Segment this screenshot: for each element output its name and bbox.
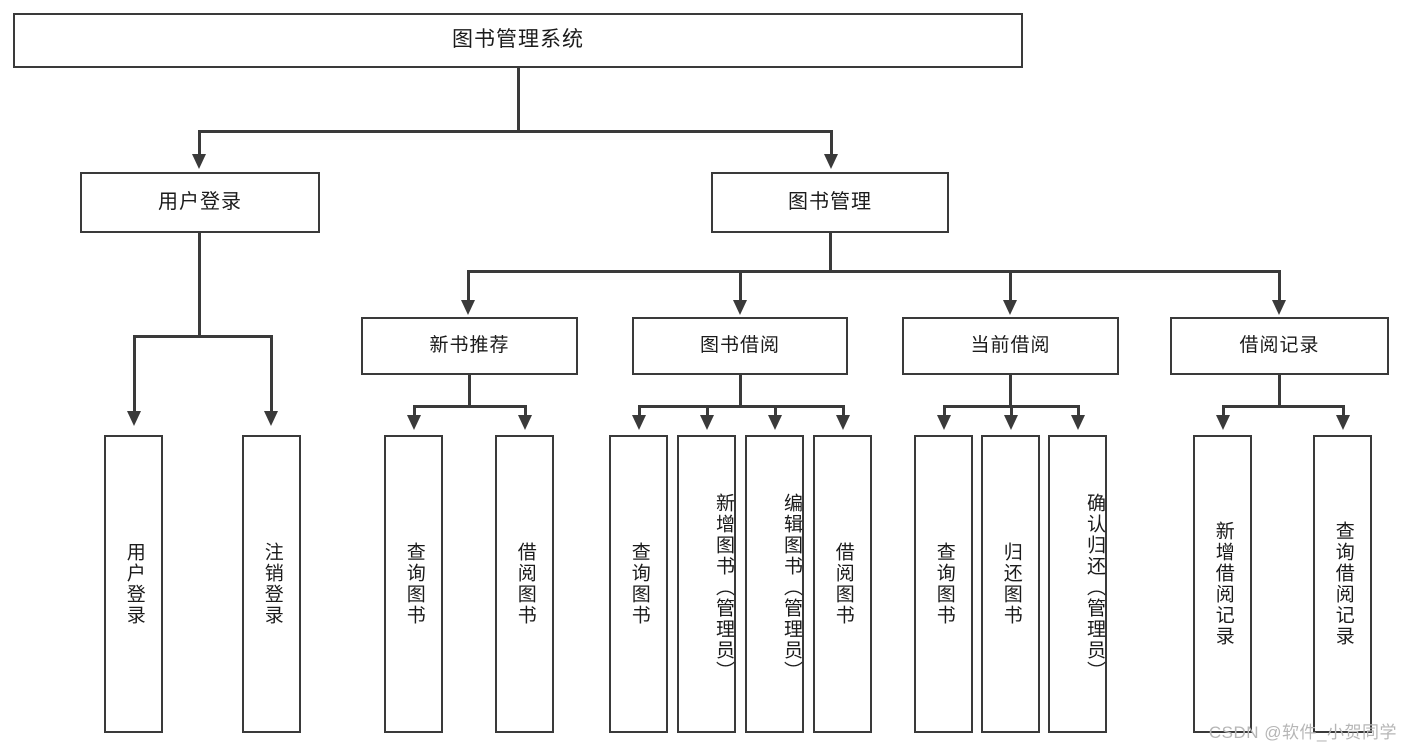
- leaf-label: 借阅图书: [832, 542, 854, 626]
- leaf-borrow-book[interactable]: 借阅图书: [813, 435, 872, 733]
- connector-currentborrow-drop-2: [1010, 405, 1013, 417]
- node-current-borrow[interactable]: 当前借阅: [902, 317, 1119, 375]
- leaf-label: 新增图书（管理员）: [713, 492, 734, 682]
- leaf-label: 确认归还（管理员）: [1084, 492, 1105, 682]
- connector-bookmgmt-trunk: [829, 233, 832, 270]
- connector-currentborrow-trunk: [1009, 375, 1012, 405]
- arrowhead-bookborrow-leaf-2: [700, 415, 714, 430]
- node-book-management[interactable]: 图书管理: [711, 172, 949, 233]
- connector-currentborrow-drop-1: [943, 405, 946, 417]
- leaf-query-book-borrow[interactable]: 查询图书: [609, 435, 668, 733]
- arrowhead-to-bookmgmt: [824, 154, 838, 169]
- connector-bookborrow-drop-2: [706, 405, 709, 417]
- node-label: 图书管理系统: [452, 28, 584, 52]
- leaf-label: 归还图书: [1000, 542, 1022, 626]
- connector-bookborrow-trunk: [739, 375, 742, 405]
- connector-userlogin-bar: [133, 335, 270, 338]
- arrowhead-newbook-leaf-1: [407, 415, 421, 430]
- connector-newbook-drop-2: [524, 405, 527, 417]
- arrowhead-to-borrowbook: [733, 300, 747, 315]
- leaf-edit-book-admin[interactable]: 编辑图书（管理员）: [745, 435, 804, 733]
- arrowhead-to-newbook: [461, 300, 475, 315]
- connector-root-trunk: [517, 68, 520, 130]
- leaf-add-book-admin[interactable]: 新增图书（管理员）: [677, 435, 736, 733]
- connector-borrowrecord-drop-1: [1222, 405, 1225, 417]
- leaf-logout[interactable]: 注销登录: [242, 435, 301, 733]
- connector-bookmgmt-drop-2: [739, 270, 742, 302]
- leaf-borrow-book-recommend[interactable]: 借阅图书: [495, 435, 554, 733]
- node-label: 新书推荐: [429, 334, 510, 356]
- leaf-user-login[interactable]: 用户登录: [104, 435, 163, 733]
- connector-root-bar: [198, 130, 832, 133]
- connector-currentborrow-drop-3: [1077, 405, 1080, 417]
- arrowhead-to-userlogin: [192, 154, 206, 169]
- arrowhead-borrowrecord-leaf-1: [1216, 415, 1230, 430]
- leaf-add-borrow-record[interactable]: 新增借阅记录: [1193, 435, 1252, 733]
- node-label: 用户登录: [158, 190, 242, 213]
- leaf-label: 查询图书: [403, 542, 425, 626]
- node-new-book-recommend[interactable]: 新书推荐: [361, 317, 578, 375]
- node-borrow-record[interactable]: 借阅记录: [1170, 317, 1389, 375]
- arrowhead-bookborrow-leaf-3: [768, 415, 782, 430]
- arrowhead-to-borrowrecord: [1272, 300, 1286, 315]
- connector-bookborrow-bar: [638, 405, 842, 408]
- arrowhead-currentborrow-leaf-3: [1071, 415, 1085, 430]
- connector-newbook-bar: [413, 405, 524, 408]
- arrowhead-bookborrow-leaf-1: [632, 415, 646, 430]
- connector-userlogin-drop-2: [270, 335, 273, 413]
- leaf-query-book-recommend[interactable]: 查询图书: [384, 435, 443, 733]
- arrowhead-currentborrow-leaf-2: [1004, 415, 1018, 430]
- connector-root-to-bookmgmt: [830, 130, 833, 156]
- connector-newbook-drop-1: [413, 405, 416, 417]
- arrowhead-to-currentborrow: [1003, 300, 1017, 315]
- leaf-label: 借阅图书: [514, 542, 536, 626]
- leaf-label: 查询借阅记录: [1332, 521, 1354, 647]
- connector-bookmgmt-drop-4: [1278, 270, 1281, 302]
- connector-userlogin-trunk: [198, 233, 201, 335]
- connector-bookborrow-drop-1: [638, 405, 641, 417]
- leaf-label: 查询图书: [628, 542, 650, 626]
- arrowhead-bookborrow-leaf-4: [836, 415, 850, 430]
- arrowhead-newbook-leaf-2: [518, 415, 532, 430]
- arrowhead-borrowrecord-leaf-2: [1336, 415, 1350, 430]
- node-root-system[interactable]: 图书管理系统: [13, 13, 1023, 68]
- connector-borrowrecord-bar: [1222, 405, 1342, 408]
- arrowhead-userlogin-leaf-2: [264, 411, 278, 426]
- csdn-watermark: CSDN @软件_小贺同学: [1208, 723, 1397, 742]
- connector-borrowrecord-trunk: [1278, 375, 1281, 405]
- node-label: 图书借阅: [699, 334, 780, 356]
- connector-bookmgmt-drop-3: [1009, 270, 1012, 302]
- connector-newbook-trunk: [468, 375, 471, 405]
- arrowhead-userlogin-leaf-1: [127, 411, 141, 426]
- connector-bookborrow-drop-3: [774, 405, 777, 417]
- leaf-label: 注销登录: [261, 542, 283, 626]
- connector-bookmgmt-bar: [467, 270, 1280, 273]
- leaf-query-book-current[interactable]: 查询图书: [914, 435, 973, 733]
- leaf-confirm-return-admin[interactable]: 确认归还（管理员）: [1048, 435, 1107, 733]
- node-label: 图书管理: [788, 190, 872, 213]
- leaf-query-borrow-record[interactable]: 查询借阅记录: [1313, 435, 1372, 733]
- connector-userlogin-drop-1: [133, 335, 136, 413]
- leaf-label: 编辑图书（管理员）: [781, 492, 802, 682]
- leaf-label: 新增借阅记录: [1212, 521, 1234, 647]
- leaf-return-book[interactable]: 归还图书: [981, 435, 1040, 733]
- node-user-login[interactable]: 用户登录: [80, 172, 320, 233]
- node-label: 当前借阅: [970, 334, 1051, 356]
- leaf-label: 用户登录: [123, 542, 145, 626]
- node-book-borrow[interactable]: 图书借阅: [632, 317, 848, 375]
- leaf-label: 查询图书: [933, 542, 955, 626]
- connector-borrowrecord-drop-2: [1342, 405, 1345, 417]
- node-label: 借阅记录: [1239, 334, 1320, 356]
- connector-bookborrow-drop-4: [842, 405, 845, 417]
- connector-bookmgmt-drop-1: [467, 270, 470, 302]
- arrowhead-currentborrow-leaf-1: [937, 415, 951, 430]
- connector-root-to-userlogin: [198, 130, 201, 156]
